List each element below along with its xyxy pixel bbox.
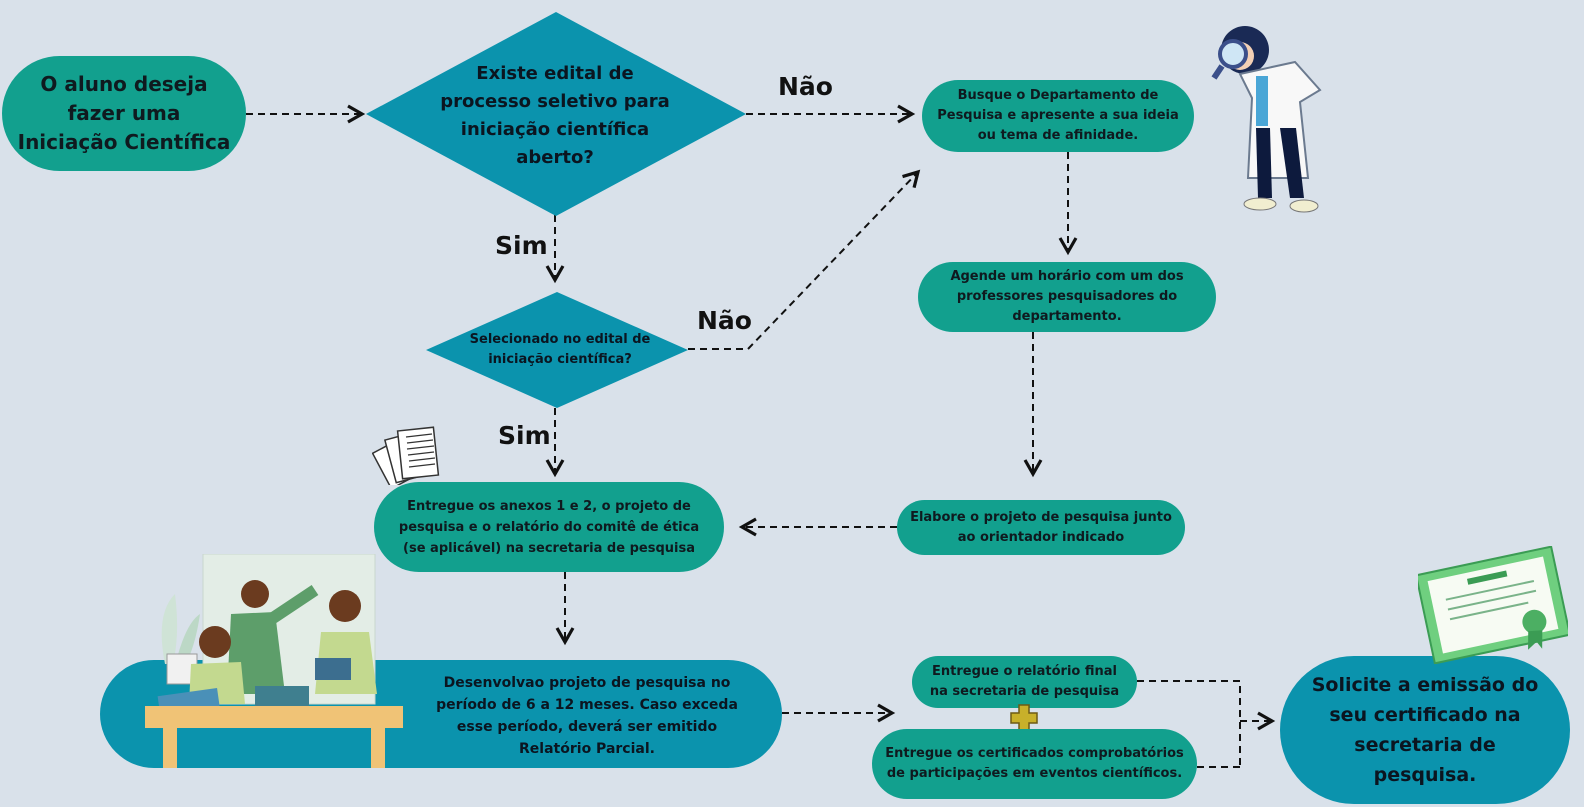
- entregue-anexos-node: Entregue os anexos 1 e 2, o projeto de p…: [374, 482, 724, 572]
- certificados-node: Entregue os certificados comprobatórios …: [872, 729, 1197, 799]
- certificados-node-text: Entregue os certificados comprobatórios …: [885, 746, 1184, 781]
- solicite-node-text: Solicite a emissão do seu certificado na…: [1311, 674, 1539, 786]
- document-stack-icon: [372, 426, 440, 485]
- busque-node-text: Busque o Departamento de Pesquisa e apre…: [937, 88, 1179, 143]
- relatorio-final-node-text: Entregue o relatório final na secretaria…: [929, 664, 1120, 699]
- decision-selecionado-diamond: [426, 292, 688, 408]
- elabore-node-text: Elabore o projeto de pesquisa junto ao o…: [910, 509, 1172, 545]
- entregue-anexos-node-text: Entregue os anexos 1 e 2, o projeto de p…: [398, 498, 700, 556]
- desenvolva-node-text: Desenvolvao projeto de pesquisa no perío…: [436, 675, 738, 757]
- label-sim-1: Sim: [495, 231, 548, 260]
- solicite-node: Solicite a emissão do seu certificado na…: [1280, 656, 1570, 804]
- label-nao-1: Não: [778, 72, 833, 101]
- elabore-node: Elabore o projeto de pesquisa junto ao o…: [897, 500, 1185, 555]
- scientist-icon: [1211, 26, 1322, 213]
- decision-edital-text: Existe edital de processo seletivo para …: [440, 63, 670, 168]
- label-nao-2: Não: [697, 306, 752, 335]
- decision-edital-diamond: [366, 12, 746, 216]
- agende-node-text: Agende um horário com um dos professores…: [950, 269, 1184, 324]
- start-node-text: O aluno deseja fazer uma Iniciação Cient…: [17, 72, 231, 154]
- arrow-selecionado-nao-to-busque: [688, 169, 921, 350]
- start-node: O aluno deseja fazer uma Iniciação Cient…: [2, 56, 246, 171]
- label-sim-2: Sim: [498, 421, 551, 450]
- agende-node: Agende um horário com um dos professores…: [918, 262, 1216, 332]
- certificate-icon: [1418, 546, 1568, 664]
- connector-final: [1137, 680, 1241, 767]
- relatorio-final-node: Entregue o relatório final na secretaria…: [912, 656, 1137, 708]
- decision-selecionado-text: Selecionado no edital de iniciação cient…: [469, 332, 651, 367]
- busque-node: Busque o Departamento de Pesquisa e apre…: [922, 80, 1194, 152]
- students-icon: [145, 554, 403, 768]
